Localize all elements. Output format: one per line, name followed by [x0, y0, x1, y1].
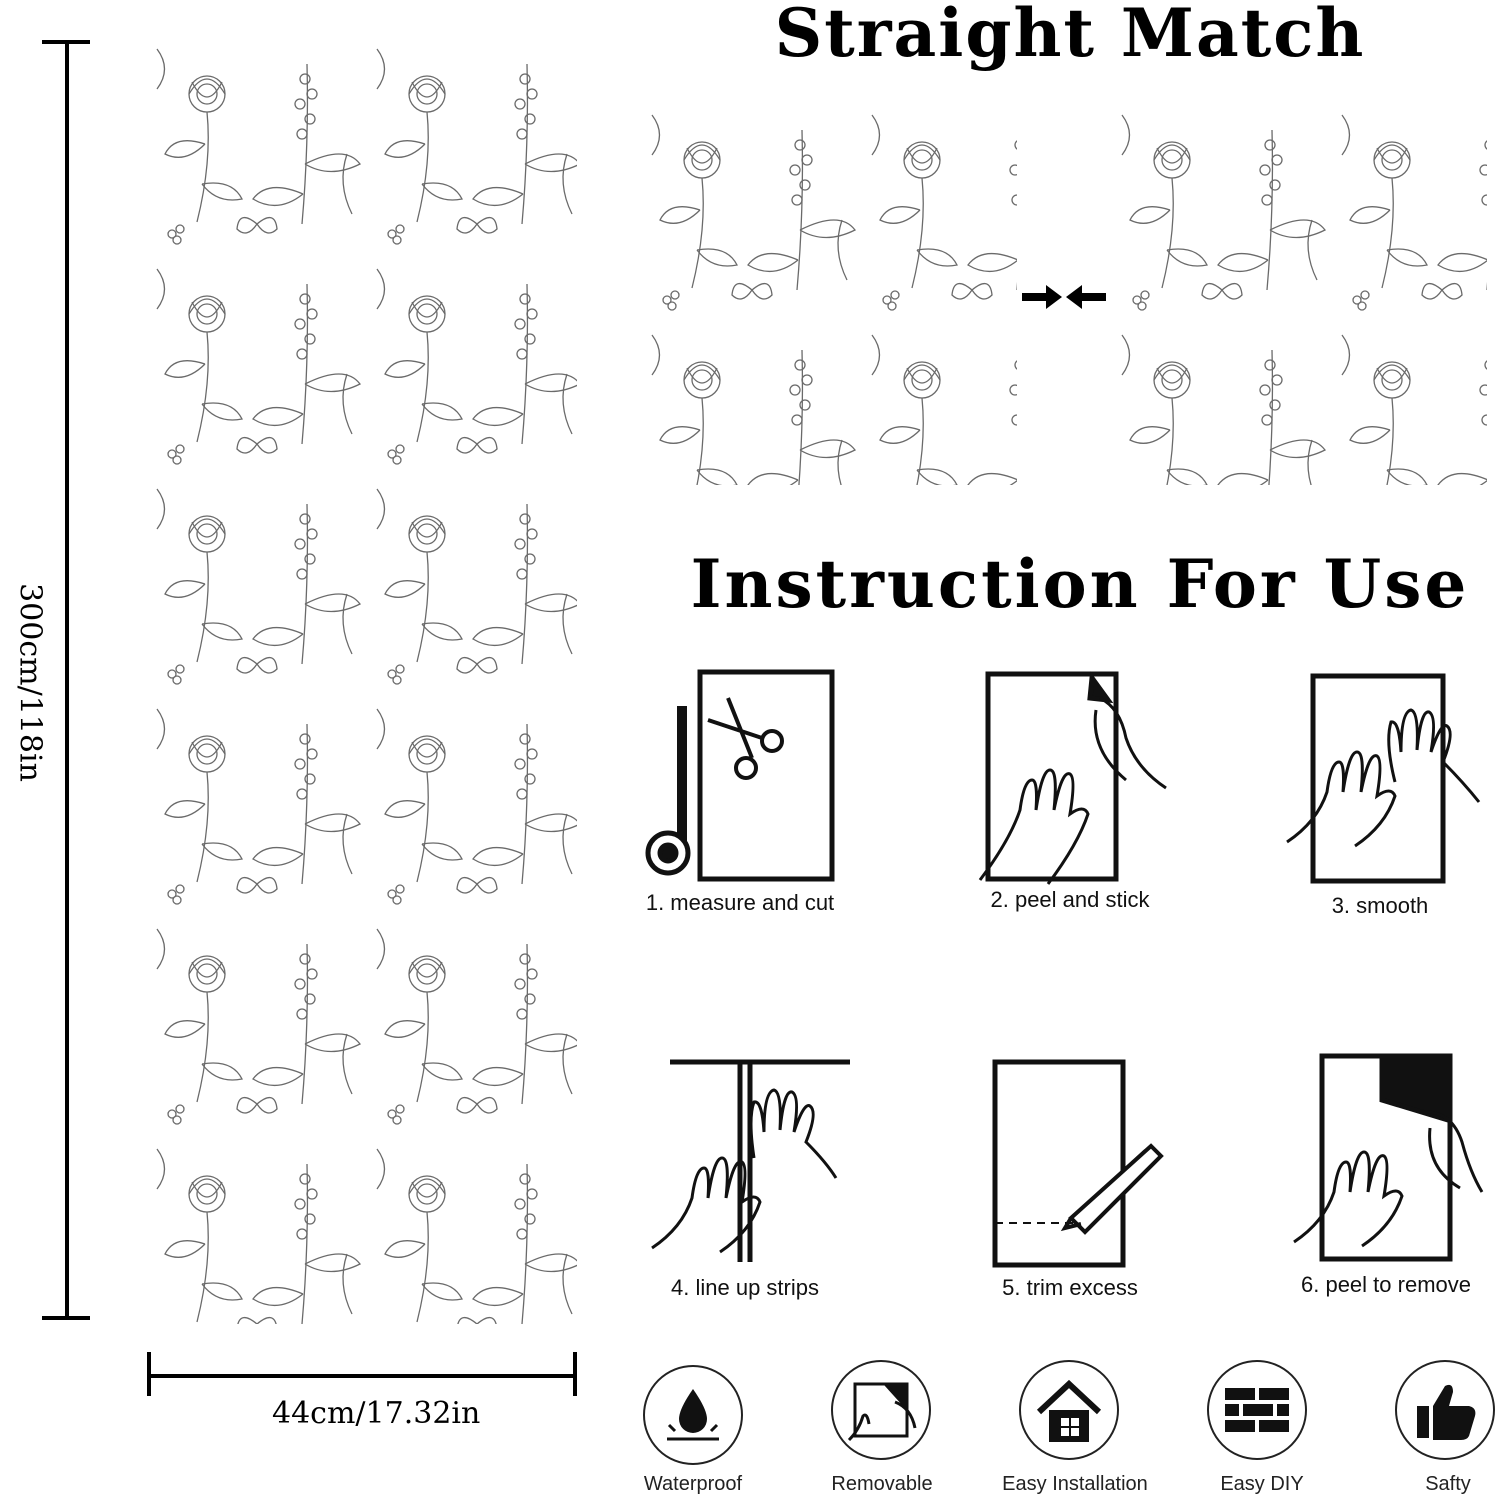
brick-wall-icon	[1207, 1360, 1307, 1460]
utility-knife-icon	[985, 1058, 1185, 1273]
step-label-6: 6. peel to remove	[1301, 1272, 1471, 1297]
feature-label-easy-diy: Easy DIY	[1220, 1473, 1304, 1495]
height-bar-bottom-cap	[42, 1316, 90, 1320]
feature-label-easy-installation: Easy Installation	[1002, 1473, 1148, 1495]
step-label-4: 4. line up strips	[671, 1275, 819, 1300]
straight-match-heading: Straight Match	[774, 0, 1366, 72]
height-bar-top-cap	[42, 40, 90, 44]
width-bar-right-cap	[573, 1352, 577, 1396]
height-label: 300cm/118in	[12, 583, 48, 782]
width-bar-left-cap	[147, 1352, 151, 1396]
scissors-tape-measure-icon	[640, 668, 840, 883]
house-icon	[1019, 1360, 1119, 1460]
peel-stick-hands-icon	[970, 670, 1170, 885]
feature-label-waterproof: Waterproof	[643, 1473, 743, 1495]
peel-remove-icon	[1290, 1052, 1490, 1267]
feature-label-removable: Removable	[831, 1473, 933, 1495]
step-label-3: 3. smooth	[1331, 893, 1429, 918]
line-up-strips-icon	[650, 1058, 850, 1273]
width-dimension-bar	[147, 1374, 577, 1378]
match-panel-right	[1112, 110, 1487, 485]
thumbs-up-icon	[1395, 1360, 1495, 1460]
width-label: 44cm/17.32in	[272, 1396, 481, 1431]
step-label-2: 2. peel and stick	[990, 887, 1150, 912]
step-label-5: 5. trim excess	[1002, 1275, 1138, 1300]
match-arrows-icon	[1018, 280, 1110, 314]
match-panel-left	[642, 110, 1017, 485]
wallpaper-strip	[147, 44, 577, 1324]
water-drop-icon	[643, 1365, 743, 1465]
removable-icon	[831, 1360, 931, 1460]
feature-label-safty: Safty	[1425, 1473, 1471, 1495]
height-dimension-bar	[65, 40, 69, 1320]
step-label-1: 1. measure and cut	[645, 890, 835, 915]
smooth-hands-icon	[1285, 672, 1485, 887]
instruction-heading: Instruction For Use	[690, 545, 1470, 623]
